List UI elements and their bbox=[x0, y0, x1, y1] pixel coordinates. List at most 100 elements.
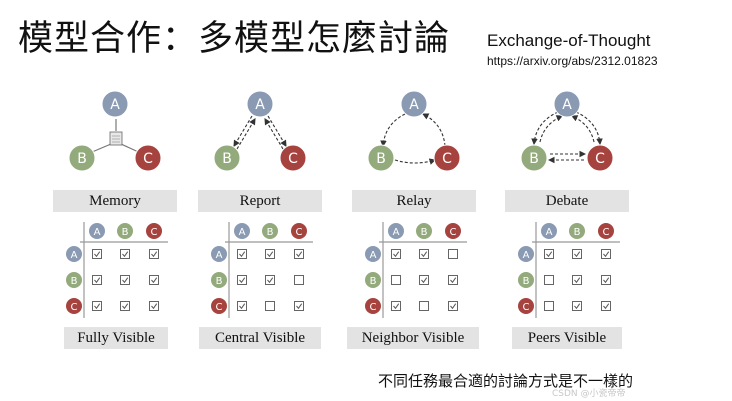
checked-box-icon bbox=[120, 275, 130, 285]
empty-box-icon bbox=[544, 301, 554, 311]
reference-url[interactable]: https://arxiv.org/abs/2312.01823 bbox=[487, 54, 658, 68]
mode-label-debate: Debate bbox=[505, 190, 629, 212]
matrix-row-header-b: B bbox=[66, 272, 82, 288]
svg-text:C: C bbox=[523, 302, 530, 313]
matrix-col-header-b: B bbox=[117, 223, 133, 239]
svg-text:B: B bbox=[523, 276, 530, 287]
agent-node-a: A bbox=[400, 90, 428, 118]
watermark: CSDN @小瓷帝帝 bbox=[552, 389, 626, 399]
svg-text:C: C bbox=[71, 302, 78, 313]
agent-node-label: C bbox=[143, 151, 153, 167]
svg-text:A: A bbox=[239, 227, 246, 238]
agent-node-label: A bbox=[255, 97, 265, 113]
agent-node-label: A bbox=[562, 97, 572, 113]
agent-node-label: B bbox=[77, 151, 87, 167]
svg-text:C: C bbox=[450, 227, 457, 238]
agent-node-label: C bbox=[288, 151, 298, 167]
agent-node-c: C bbox=[433, 144, 461, 172]
empty-box-icon bbox=[265, 301, 275, 311]
report-graph: A B C bbox=[213, 90, 307, 172]
checked-box-icon bbox=[237, 275, 247, 285]
agent-node-label: A bbox=[110, 97, 120, 113]
agent-node-b: B bbox=[367, 144, 395, 172]
svg-text:C: C bbox=[151, 227, 158, 238]
svg-text:A: A bbox=[71, 250, 78, 261]
svg-text:B: B bbox=[370, 276, 377, 287]
checked-box-icon bbox=[149, 275, 159, 285]
visibility-label-central: Central Visible bbox=[199, 327, 321, 349]
relay-graph: A B C bbox=[367, 90, 461, 172]
memory-graph: A B C bbox=[68, 90, 162, 172]
checked-box-icon bbox=[601, 301, 611, 311]
svg-text:B: B bbox=[216, 276, 223, 287]
matrix-col-header-c: C bbox=[598, 223, 614, 239]
visibility-label-fully: Fully Visible bbox=[64, 327, 168, 349]
checked-box-icon bbox=[391, 249, 401, 259]
matrix-row-header-c: C bbox=[211, 298, 227, 314]
mode-label-report: Report bbox=[198, 190, 322, 212]
checked-box-icon bbox=[448, 275, 458, 285]
svg-text:A: A bbox=[546, 227, 553, 238]
svg-text:A: A bbox=[94, 227, 101, 238]
agent-node-c: C bbox=[279, 144, 307, 172]
agent-node-label: B bbox=[376, 151, 386, 167]
agent-node-b: B bbox=[520, 144, 548, 172]
checked-box-icon bbox=[237, 249, 247, 259]
checked-box-icon bbox=[265, 275, 275, 285]
checked-box-icon bbox=[92, 249, 102, 259]
checked-box-icon bbox=[601, 249, 611, 259]
checked-box-icon bbox=[572, 301, 582, 311]
agent-node-label: C bbox=[595, 151, 605, 167]
matrix-row-header-b: B bbox=[518, 272, 534, 288]
matrix-col-header-b: B bbox=[262, 223, 278, 239]
reference-name: Exchange-of-Thought bbox=[487, 31, 651, 50]
matrix-row-header-a: A bbox=[518, 246, 534, 262]
matrix-col-header-c: C bbox=[291, 223, 307, 239]
matrix-row-header-a: A bbox=[66, 246, 82, 262]
visibility-matrix-report: A B C A B C bbox=[211, 222, 313, 318]
agent-node-c: C bbox=[586, 144, 614, 172]
slide-title: 模型合作：多模型怎麼討論 bbox=[18, 19, 451, 59]
svg-text:B: B bbox=[122, 227, 129, 238]
agent-node-a: A bbox=[246, 90, 274, 118]
empty-box-icon bbox=[294, 275, 304, 285]
matrix-col-header-a: A bbox=[541, 223, 557, 239]
svg-text:C: C bbox=[370, 302, 377, 313]
matrix-row-header-c: C bbox=[365, 298, 381, 314]
debate-graph: A B C bbox=[520, 90, 614, 172]
svg-text:A: A bbox=[370, 250, 377, 261]
memory-store-icon bbox=[84, 119, 146, 156]
empty-box-icon bbox=[419, 301, 429, 311]
checked-box-icon bbox=[391, 301, 401, 311]
mode-label-memory: Memory bbox=[53, 190, 177, 212]
report-edges bbox=[233, 115, 287, 150]
checked-box-icon bbox=[572, 275, 582, 285]
checked-box-icon bbox=[419, 249, 429, 259]
panel-report: A B C Report A B C A B C Central Visible bbox=[185, 86, 335, 356]
mode-label-relay: Relay bbox=[352, 190, 476, 212]
agent-node-label: A bbox=[409, 97, 419, 113]
matrix-row-header-b: B bbox=[211, 272, 227, 288]
agent-node-label: B bbox=[222, 151, 232, 167]
visibility-label-neighbor: Neighbor Visible bbox=[347, 327, 479, 349]
matrix-col-header-a: A bbox=[89, 223, 105, 239]
empty-box-icon bbox=[391, 275, 401, 285]
svg-text:C: C bbox=[216, 302, 223, 313]
svg-text:A: A bbox=[393, 227, 400, 238]
agent-node-b: B bbox=[68, 144, 96, 172]
matrix-row-header-a: A bbox=[211, 246, 227, 262]
empty-box-icon bbox=[448, 249, 458, 259]
svg-text:C: C bbox=[296, 227, 303, 238]
checked-box-icon bbox=[419, 275, 429, 285]
relay-edges bbox=[380, 113, 446, 165]
checked-box-icon bbox=[92, 275, 102, 285]
footer-note: 不同任務最合適的討論方式是不一樣的 bbox=[378, 372, 634, 390]
agent-node-a: A bbox=[553, 90, 581, 118]
svg-text:C: C bbox=[603, 227, 610, 238]
agent-node-b: B bbox=[213, 144, 241, 172]
checked-box-icon bbox=[448, 301, 458, 311]
